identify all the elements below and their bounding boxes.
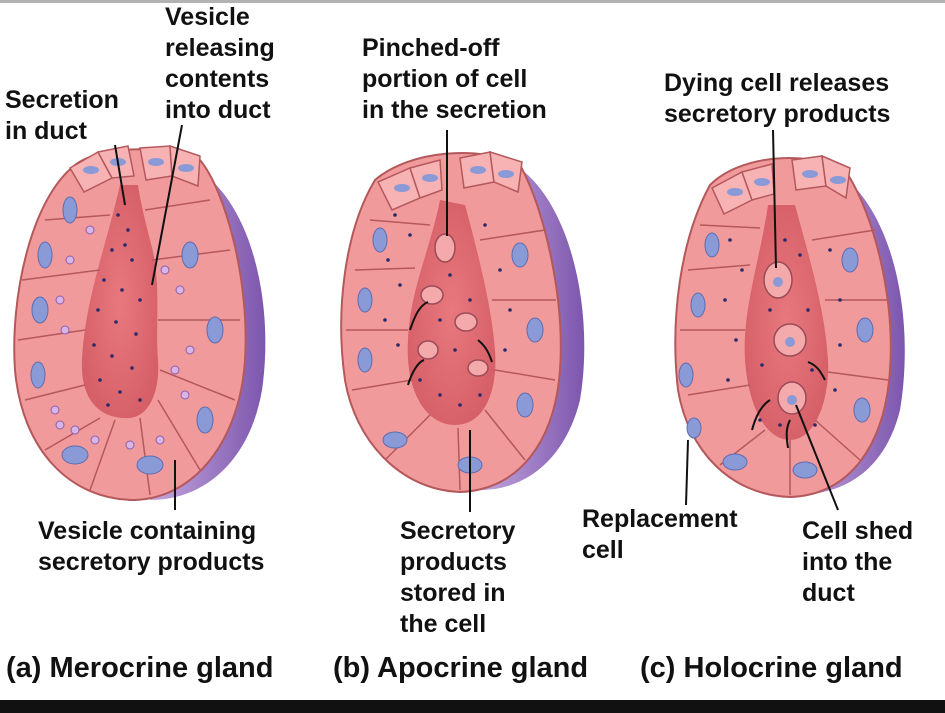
bottom-border <box>0 700 945 713</box>
apocrine-gland-illustration <box>340 130 585 512</box>
caption-merocrine-gland: (a) Merocrine gland <box>6 652 274 684</box>
label-vesicle-releasing-contents: Vesicle releasing contents into duct <box>165 3 275 124</box>
label-cell-shed-into-duct: Cell shed into the duct <box>802 517 914 607</box>
caption-holocrine-gland: (c) Holocrine gland <box>640 652 903 684</box>
label-pinched-off-portion: Pinched-off portion of cell in the secre… <box>362 34 547 124</box>
label-replacement-cell: Replacement cell <box>582 505 738 564</box>
caption-apocrine-gland: (b) Apocrine gland <box>333 652 589 684</box>
label-vesicle-containing-products: Vesicle containing secretory products <box>38 517 265 576</box>
holocrine-gland-illustration <box>674 129 905 511</box>
top-edge <box>0 0 945 3</box>
label-secretion-in-duct: Secretion in duct <box>5 86 119 145</box>
label-dying-cell-releases: Dying cell releases secretory products <box>664 69 891 128</box>
merocrine-gland-illustration <box>13 124 266 510</box>
label-secretory-products-stored: Secretory products stored in the cell <box>400 517 516 638</box>
